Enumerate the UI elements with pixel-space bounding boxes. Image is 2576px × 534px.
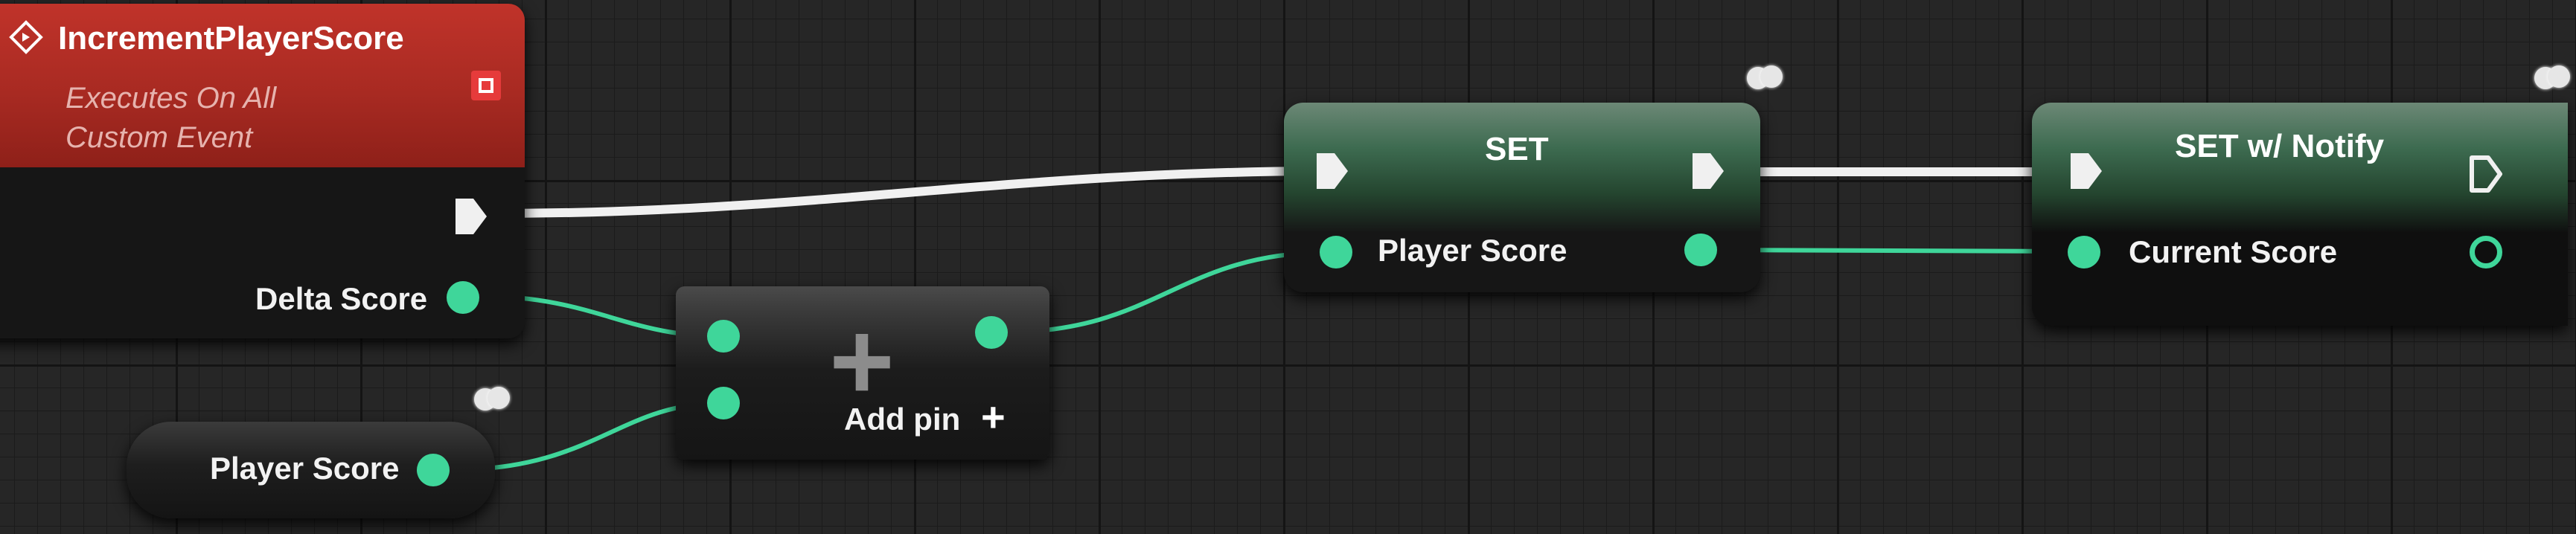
- set-player-score-label: Player Score: [1378, 233, 1567, 268]
- set-node-header: [1284, 103, 1760, 233]
- add-input-b-pin[interactable]: [707, 387, 740, 419]
- set-notify-current-score-out-pin[interactable]: [2470, 236, 2502, 268]
- getter-network-icon: [474, 387, 511, 412]
- set-node[interactable]: SET Player Score: [1284, 103, 1760, 292]
- set-notify-current-score-label: Current Score: [2129, 234, 2338, 269]
- set-notify-current-score-in-pin[interactable]: [2068, 236, 2100, 268]
- add-pin-plus-icon[interactable]: +: [981, 393, 1006, 440]
- set-player-score-out-pin[interactable]: [1684, 234, 1717, 266]
- set-notify-node-title: SET w/ Notify: [2175, 128, 2385, 164]
- replicated-indicator-icon: [471, 71, 501, 100]
- add-node[interactable]: + Add pin +: [676, 286, 1049, 460]
- getter-player-score-label: Player Score: [210, 451, 400, 486]
- set-node-title: SET: [1485, 131, 1549, 167]
- event-node-replication-line: Executes On All: [65, 82, 277, 115]
- set-notify-exec-out-pin[interactable]: [2467, 153, 2505, 195]
- set-notify-node-header: [2032, 103, 2568, 233]
- player-score-getter-node[interactable]: Player Score: [127, 422, 495, 518]
- data-wire-set-to-set-notify: [1711, 248, 2092, 254]
- set-notify-exec-in-pin[interactable]: [2068, 150, 2105, 192]
- set-player-score-in-pin[interactable]: [1320, 236, 1352, 268]
- set-exec-in-pin[interactable]: [1314, 150, 1351, 192]
- exec-wire-event-to-set: [487, 167, 1337, 218]
- event-delta-score-label: Delta Score: [255, 281, 428, 316]
- data-wire-add-to-set: [1000, 250, 1333, 335]
- event-node-header: IncrementPlayerScore Executes On All Cus…: [0, 4, 525, 167]
- set-network-icon: [1747, 65, 1784, 91]
- custom-event-node[interactable]: IncrementPlayerScore Executes On All Cus…: [0, 4, 525, 338]
- event-node-title: IncrementPlayerScore: [58, 20, 404, 57]
- event-node-type-line: Custom Event: [65, 121, 253, 154]
- event-exec-out-pin[interactable]: [453, 196, 490, 237]
- add-pin-button-label[interactable]: Add pin: [844, 402, 961, 437]
- set-notify-network-icon: [2534, 65, 2572, 91]
- set-notify-node[interactable]: SET w/ Notify Current Score: [2032, 103, 2568, 326]
- getter-player-score-pin[interactable]: [417, 454, 450, 486]
- set-exec-out-pin[interactable]: [1690, 150, 1727, 192]
- add-operator-icon: +: [829, 298, 895, 423]
- add-output-pin[interactable]: [975, 316, 1008, 349]
- event-delta-score-pin[interactable]: [447, 281, 479, 314]
- event-diamond-icon: [9, 20, 43, 54]
- add-input-a-pin[interactable]: [707, 320, 740, 353]
